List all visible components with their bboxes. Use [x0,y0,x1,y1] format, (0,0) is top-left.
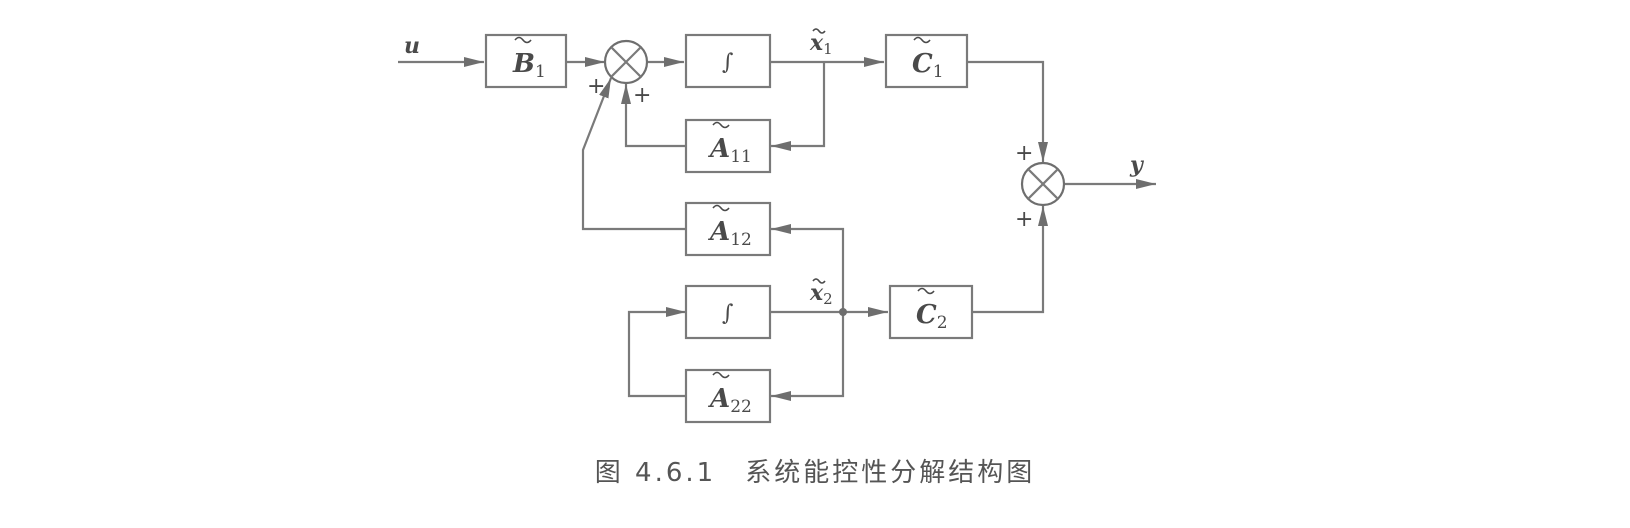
c2-symbol: C [916,300,937,330]
svg-text:x1: x1 [809,30,833,58]
wire-x2-to-a12 [771,224,845,312]
c2-subscript: 2 [937,313,948,333]
integrator-1-symbol: ∫ [722,50,734,75]
block-a11: A11 [684,118,772,174]
sign-sum2-bottom: + [1015,207,1033,232]
a22-symbol: A [707,384,730,414]
a11-symbol: A [707,134,730,164]
block-integrator-2: ∫ [684,284,772,340]
block-c2: C2 [888,284,974,340]
wire-a22-to-integ2 [627,307,686,398]
svg-text:B1: B1 [512,49,546,82]
sign-sum1-left: + [587,74,605,99]
block-a22: A22 [684,368,772,424]
svg-text:A12: A12 [707,217,752,250]
b1-symbol: B [512,49,535,79]
a12-subscript: 12 [730,230,752,250]
wire-a12-to-sum1 [581,77,686,231]
output-label-y: y [1129,152,1145,178]
integrator-2-symbol: ∫ [722,301,734,326]
wire-c2-to-sum2 [972,206,1048,314]
svg-text:C1: C1 [912,49,944,82]
summing-junction-1 [603,39,649,85]
svg-text:x2: x2 [809,280,833,308]
sign-sum1-bottom: + [633,83,651,108]
a22-subscript: 22 [730,397,752,417]
state-label-x1: x1 [809,28,833,58]
sign-sum2-top: + [1015,141,1033,166]
c1-symbol: C [912,49,933,79]
svg-text:A11: A11 [707,134,752,167]
branch-point-x2 [839,308,847,316]
block-a12: A12 [684,201,772,257]
state-label-x2: x2 [809,278,833,308]
wire-x2-to-a22 [771,312,845,401]
block-b1: B1 [484,33,568,89]
wire-a11-to-sum1 [621,84,686,148]
b1-subscript: 1 [535,62,546,82]
figure-caption: 图 4.6.1 系统能控性分解结构图 [594,458,1036,488]
a12-symbol: A [707,217,730,247]
svg-text:A22: A22 [707,384,752,417]
svg-text:C2: C2 [916,300,948,333]
summing-junction-2 [1020,161,1066,207]
c1-subscript: 1 [933,62,944,82]
block-c1: C1 [884,33,969,89]
block-integrator-1: ∫ [684,33,772,89]
input-label-u: u [404,33,420,59]
a11-subscript: 11 [730,147,752,167]
wire-x1-to-a11 [771,62,826,151]
signal-wires [398,57,1156,401]
wire-c1-to-sum2 [967,60,1048,162]
